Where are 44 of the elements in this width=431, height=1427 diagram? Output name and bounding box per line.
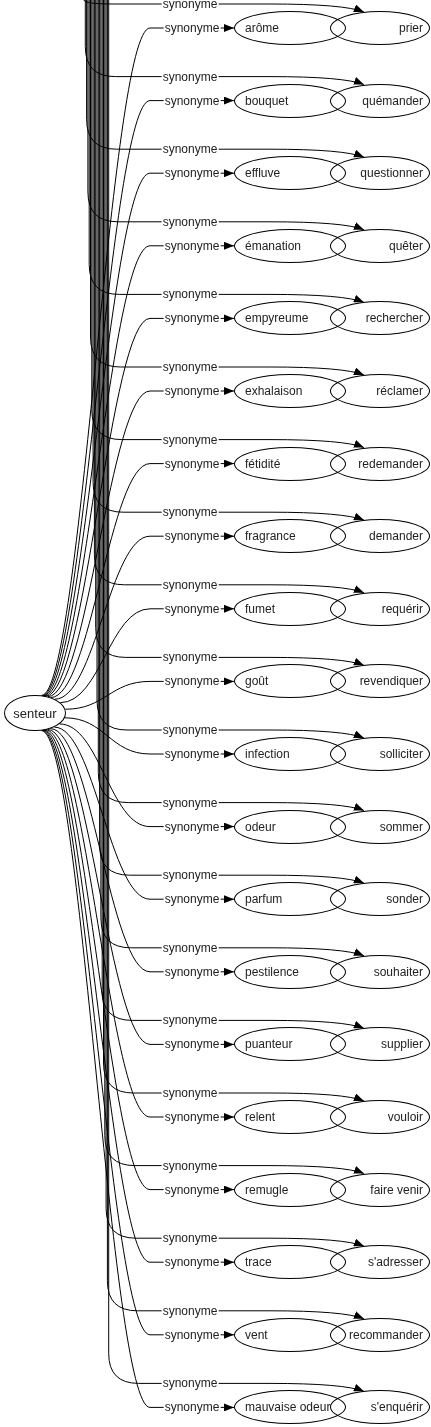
node-label: trace: [244, 1255, 272, 1270]
node-label: arôme: [244, 21, 279, 35]
node-label: exhalaison: [244, 384, 303, 398]
node-label: odeur: [244, 819, 276, 834]
node-label: revendiquer: [359, 674, 424, 689]
node-label: sommer: [379, 819, 424, 834]
node-label: vouloir: [387, 1110, 424, 1124]
node-label: quêter: [388, 238, 424, 253]
node-label: solliciter: [379, 747, 424, 761]
node-label: fétidité: [244, 456, 281, 471]
node-label: quémander: [362, 93, 424, 108]
node-label: questionner: [360, 166, 424, 181]
node-label: remugle: [244, 1182, 289, 1197]
arrow: [90, 0, 365, 376]
node-label: fragrance: [244, 529, 296, 544]
node-label: redemander: [358, 456, 424, 471]
node-label: fumet: [244, 601, 275, 616]
node-label: requérir: [381, 601, 424, 616]
node-label: effluve: [244, 166, 281, 181]
node-label: infection: [244, 747, 290, 761]
node-label: goût: [244, 674, 269, 689]
node-label: demander: [368, 529, 424, 544]
node-label: puanteur: [244, 1037, 293, 1052]
node-label: relent: [244, 1110, 276, 1124]
node-label: réclamer: [376, 384, 424, 398]
node-label: parfum: [244, 892, 283, 907]
node-label: prier: [399, 21, 424, 35]
node-label: empyreume: [244, 311, 309, 326]
node-label: supplier: [380, 1037, 424, 1052]
node-label: mauvaise odeur: [244, 1400, 331, 1415]
node-label: recommander: [348, 1327, 424, 1342]
node-label: senteur: [13, 705, 57, 721]
edge-label: synonyme: [161, 0, 219, 11]
node-label: bouquet: [244, 93, 289, 108]
node-label: sonder: [386, 892, 424, 907]
node-label: s'adresser: [368, 1255, 424, 1270]
node-label: pestilence: [244, 964, 300, 979]
arrow: [88, 0, 365, 303]
node-label: souhaiter: [373, 964, 424, 979]
node-label: émanation: [244, 238, 302, 253]
node-label: rechercher: [365, 311, 424, 326]
node-label: vent: [244, 1327, 268, 1342]
node-label: faire venir: [370, 1182, 424, 1197]
node-label: s'enquérir: [370, 1400, 424, 1415]
